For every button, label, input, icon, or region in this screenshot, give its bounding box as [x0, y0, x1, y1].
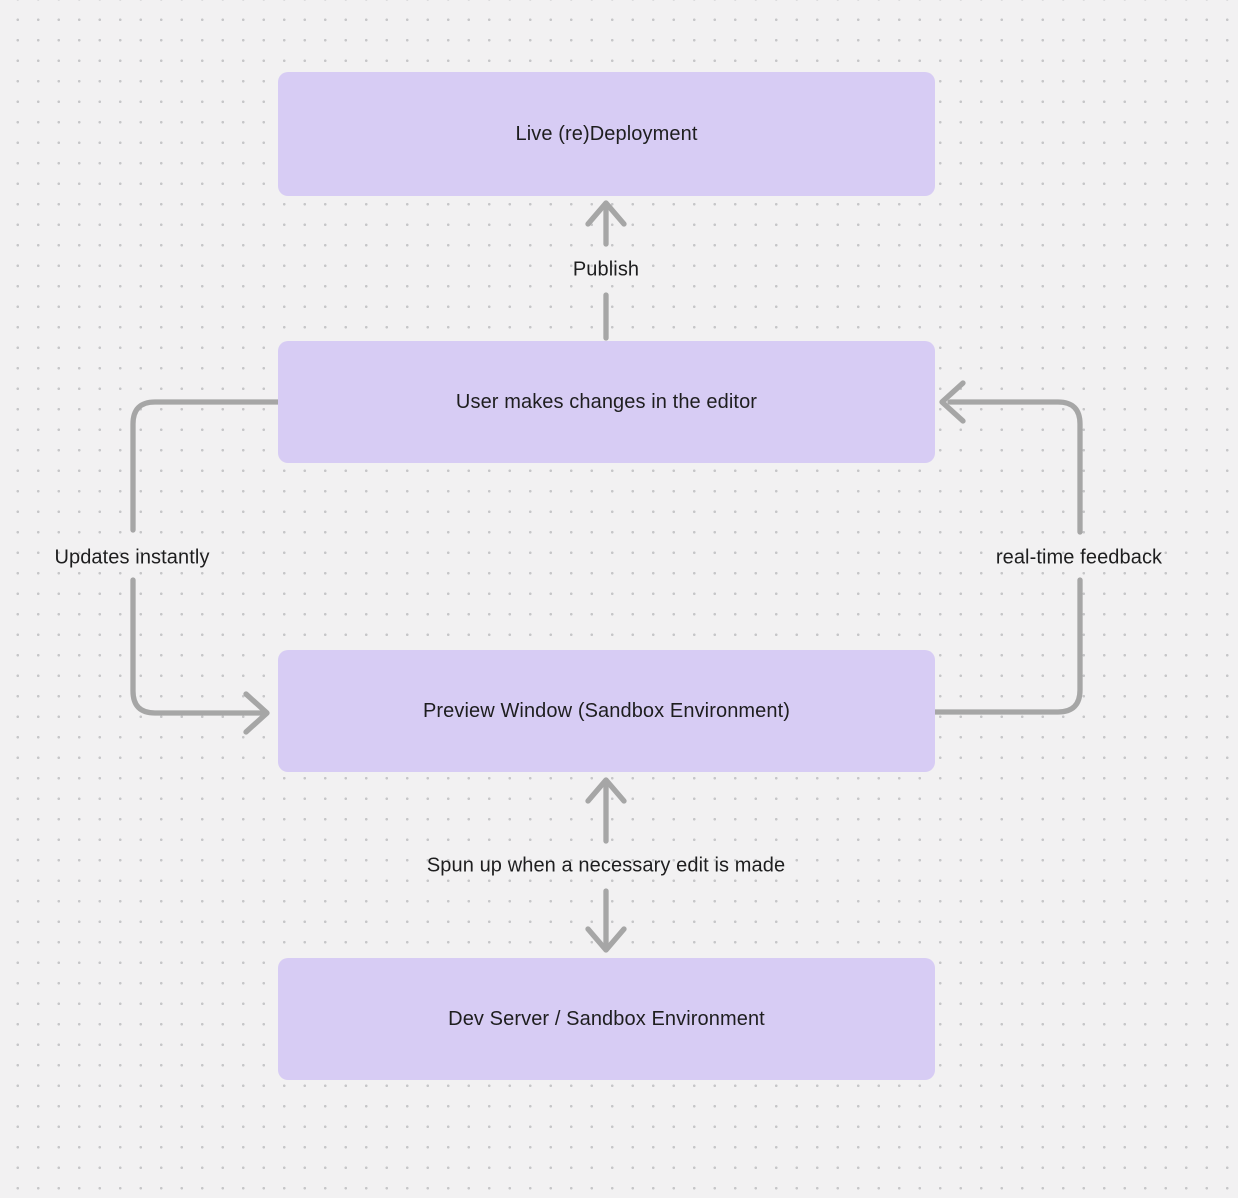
arrowhead-updates-right-icon	[243, 691, 270, 735]
edge-label-updates-instantly: Updates instantly	[54, 546, 210, 569]
edge-label-spun-up: Spun up when a necessary edit is made	[426, 854, 786, 877]
edge-label-publish: Publish	[572, 258, 640, 281]
arrowhead-spunup-down-icon	[585, 926, 627, 953]
edge-updates-upper-segment	[130, 399, 281, 533]
node-dev-server-label: Dev Server / Sandbox Environment	[448, 1007, 765, 1030]
node-dev-server: Dev Server / Sandbox Environment	[278, 958, 935, 1080]
node-live-redeployment: Live (re)Deployment	[278, 72, 935, 196]
edge-feedback-lower-segment	[932, 577, 1083, 715]
node-preview-window-label: Preview Window (Sandbox Environment)	[422, 699, 791, 722]
edge-label-real-time-feedback: real-time feedback	[995, 546, 1163, 569]
node-live-redeployment-label: Live (re)Deployment	[515, 122, 698, 145]
node-user-editor: User makes changes in the editor	[278, 341, 935, 463]
edge-feedback-upper-segment	[947, 399, 1083, 535]
node-user-editor-label: User makes changes in the editor	[455, 390, 758, 413]
edge-updates-lower-segment	[130, 577, 265, 716]
node-preview-window: Preview Window (Sandbox Environment)	[278, 650, 935, 772]
arrowhead-feedback-left-icon	[939, 380, 966, 424]
